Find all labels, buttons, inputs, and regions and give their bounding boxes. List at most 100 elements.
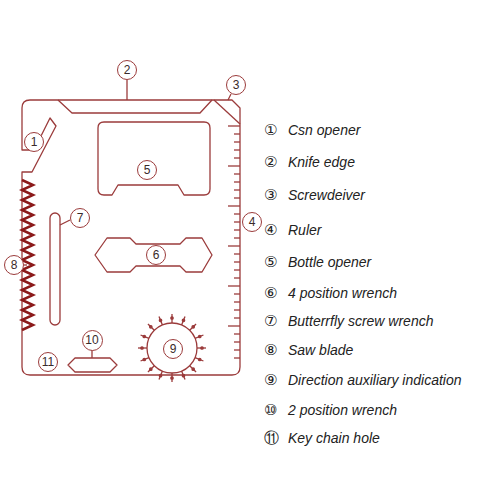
indicator-spoke <box>141 358 149 361</box>
bottle-opener <box>98 122 210 195</box>
indicator-spoke <box>182 371 185 379</box>
indicator-dot <box>182 375 184 377</box>
indicator-dot <box>192 368 194 370</box>
ruler-tick <box>234 213 240 214</box>
list-number: ⑩ <box>264 403 277 418</box>
ruler-tick <box>228 125 240 126</box>
ruler-ticks <box>228 126 240 358</box>
list-number: ⑥ <box>264 286 277 301</box>
part-name: 4 position wrench <box>288 286 397 300</box>
callout-circle: 6 <box>146 245 166 265</box>
indicator-spoke <box>148 366 154 372</box>
ruler-tick <box>234 197 240 198</box>
indicator-spoke <box>197 347 206 348</box>
part-name: Bottle opener <box>288 255 371 269</box>
list-number: ⑤ <box>264 255 277 270</box>
direction-indicator <box>147 323 197 373</box>
card-outline <box>22 100 240 375</box>
ruler-tick <box>234 157 240 158</box>
callout-number: 5 <box>144 164 151 176</box>
callout-number: 2 <box>124 64 131 76</box>
indicator-spoke <box>159 317 162 325</box>
list-number: ⑧ <box>264 343 277 358</box>
indicator-dot <box>143 335 145 337</box>
ruler-tick <box>228 245 240 246</box>
callout-number: 4 <box>249 216 256 228</box>
indicator-dot <box>199 358 201 360</box>
ruler-tick <box>234 357 240 358</box>
callout-number: 7 <box>77 212 84 224</box>
list-number: ⑨ <box>264 373 277 388</box>
list-number: ④ <box>264 223 277 238</box>
list-number: ③ <box>264 188 277 203</box>
indicator-spoke <box>141 335 149 338</box>
ruler-tick <box>228 325 240 326</box>
leader-line <box>228 94 231 100</box>
ruler-tick <box>234 181 240 182</box>
callout-number: 3 <box>233 79 240 91</box>
knife-edge <box>58 100 212 113</box>
ruler-tick <box>234 229 240 230</box>
part-name: Csn opener <box>288 123 360 137</box>
ruler-tick <box>234 261 240 262</box>
indicator-spoke <box>159 371 162 379</box>
part-name: Saw blade <box>288 343 353 357</box>
callout-circle: 11 <box>38 352 58 372</box>
indicator-dot <box>182 319 184 321</box>
ruler-tick <box>234 253 240 254</box>
ruler-tick <box>234 133 240 134</box>
list-number: ⑪ <box>264 431 279 446</box>
callout-number: 1 <box>31 136 38 148</box>
ruler-tick <box>228 165 240 166</box>
indicator-dot <box>192 326 194 328</box>
ruler-tick <box>234 277 240 278</box>
direction-spokes <box>138 314 206 382</box>
indicator-dot <box>199 335 201 337</box>
part-name: Screwdeiver <box>288 188 365 202</box>
callout-circle: 4 <box>242 212 262 232</box>
part-name: Direction auxiliary indication <box>288 373 462 387</box>
two-position-wrench <box>68 358 117 372</box>
butterfly-wrench-slot <box>50 213 60 325</box>
indicator-dot <box>171 377 173 379</box>
indicator-dot <box>150 326 152 328</box>
part-name: Knife edge <box>288 155 355 169</box>
part-name: Ruler <box>288 223 321 237</box>
callout-circle: 2 <box>117 60 137 80</box>
callout-circle: 9 <box>163 339 183 359</box>
callout-circle: 5 <box>137 160 157 180</box>
indicator-dot <box>141 347 143 349</box>
indicator-spoke <box>190 324 196 330</box>
leader-line <box>60 220 70 225</box>
indicator-dot <box>143 358 145 360</box>
screwdriver <box>214 100 240 124</box>
list-number: ② <box>264 155 277 170</box>
ruler-tick <box>234 317 240 318</box>
callout-circle: 1 <box>24 132 44 152</box>
four-position-wrench <box>95 238 212 272</box>
leader-line <box>126 80 127 100</box>
leader-line <box>24 264 27 265</box>
indicator-spoke <box>190 366 196 372</box>
indicator-spoke <box>171 314 172 323</box>
indicator-dot <box>171 317 173 319</box>
indicator-dot <box>159 375 161 377</box>
indicator-spoke <box>195 335 203 338</box>
ruler-tick <box>234 333 240 334</box>
ruler-tick <box>228 285 240 286</box>
callout-number: 10 <box>85 334 98 346</box>
callout-circle: 7 <box>70 208 90 228</box>
ruler-tick <box>234 173 240 174</box>
callout-number: 6 <box>153 249 160 261</box>
ruler-tick <box>234 269 240 270</box>
ruler-tick <box>234 189 240 190</box>
callout-circle: 10 <box>82 330 103 351</box>
indicator-spoke <box>138 347 147 348</box>
part-name: Key chain hole <box>288 431 380 445</box>
ruler-tick <box>234 149 240 150</box>
ruler-tick <box>228 205 240 206</box>
part-name: 2 position wrench <box>288 403 397 417</box>
callout-circle: 8 <box>4 255 24 275</box>
